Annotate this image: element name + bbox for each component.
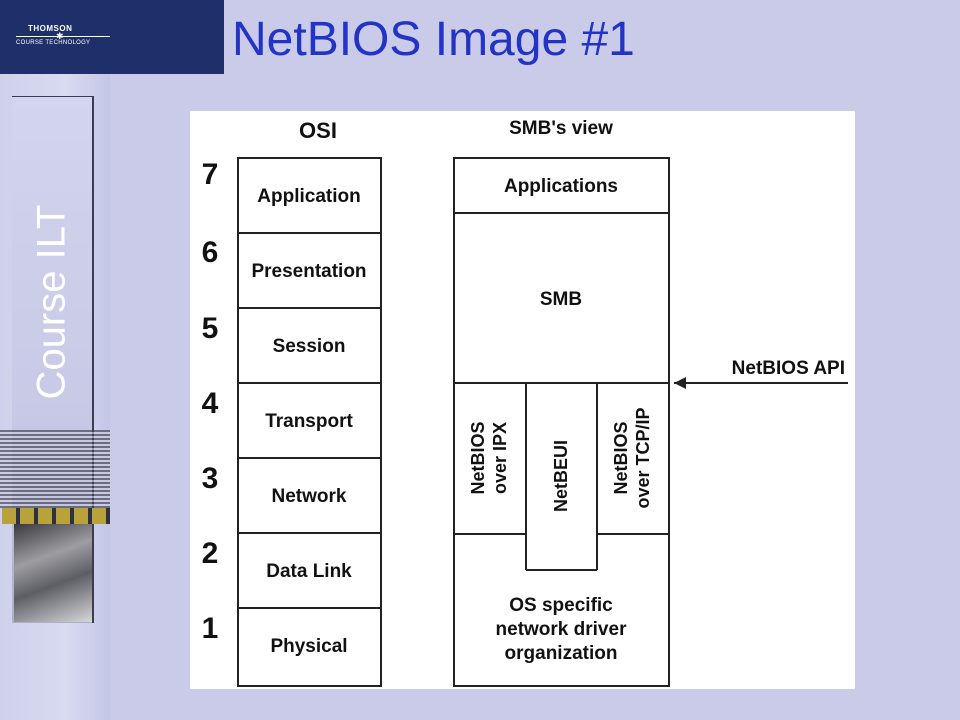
layer-number-6: 6	[202, 236, 219, 269]
left-sidebar: Course ILT	[0, 0, 110, 720]
logo-line2: COURSE TECHNOLOGY	[16, 40, 91, 46]
netbios-ipx-line2: over IPX	[490, 422, 510, 494]
netbeui: NetBEUI	[551, 440, 571, 512]
osi-title: OSI	[299, 118, 337, 143]
layer-number-7: 7	[202, 158, 219, 191]
netbios-over-ipx: NetBIOS over IPX	[468, 421, 510, 494]
arrow-left-icon	[674, 377, 686, 389]
osi-layer-physical: Physical	[270, 636, 347, 657]
osi-layer-presentation: Presentation	[251, 261, 366, 282]
osi-layer-transport: Transport	[265, 411, 353, 432]
os-specific-line1: OS specific	[509, 595, 613, 616]
layer-number-3: 3	[202, 462, 219, 495]
logo-line1: THOMSON	[28, 24, 73, 33]
os-specific-line3: organization	[505, 643, 618, 664]
layer-number-4: 4	[202, 387, 219, 420]
osi-stack-outline	[237, 157, 382, 687]
netbios-ipx-line1: NetBIOS	[468, 421, 488, 494]
smb-applications: Applications	[504, 176, 618, 197]
osi-layer-application: Application	[257, 186, 360, 207]
netbeui-label: NetBEUI	[551, 440, 571, 512]
layer-number-2: 2	[202, 537, 219, 570]
netbios-tcpip-line2: over TCP/IP	[633, 407, 653, 508]
netbios-tcpip-line1: NetBIOS	[611, 421, 631, 494]
netbios-over-tcpip: NetBIOS over TCP/IP	[611, 407, 653, 508]
osi-layer-data-link: Data Link	[266, 561, 352, 582]
netbios-diagram: OSI SMB's view 7 6 5 4 3 2 1 Application…	[190, 111, 855, 689]
smb-view-title: SMB's view	[509, 118, 613, 139]
smb-layer: SMB	[540, 289, 582, 310]
layer-number-1: 1	[202, 612, 219, 645]
netbios-api-label: NetBIOS API	[732, 358, 845, 379]
thomson-logo: THOMSON ✱ COURSE TECHNOLOGY	[0, 0, 224, 74]
os-specific-line2: network driver	[496, 619, 628, 640]
layer-number-5: 5	[202, 312, 219, 345]
sidebar-squares	[2, 508, 110, 524]
smb-stack-outline	[453, 157, 670, 687]
logo-star-icon: ✱	[56, 31, 64, 41]
course-ilt-label: Course ILT	[29, 204, 74, 400]
osi-layer-network: Network	[272, 486, 347, 507]
logo-rule	[16, 36, 110, 37]
slide-title: NetBIOS Image #1	[232, 13, 635, 66]
osi-layer-session: Session	[273, 336, 346, 357]
sidebar-photo	[14, 524, 92, 622]
sidebar-stripes	[0, 430, 110, 510]
